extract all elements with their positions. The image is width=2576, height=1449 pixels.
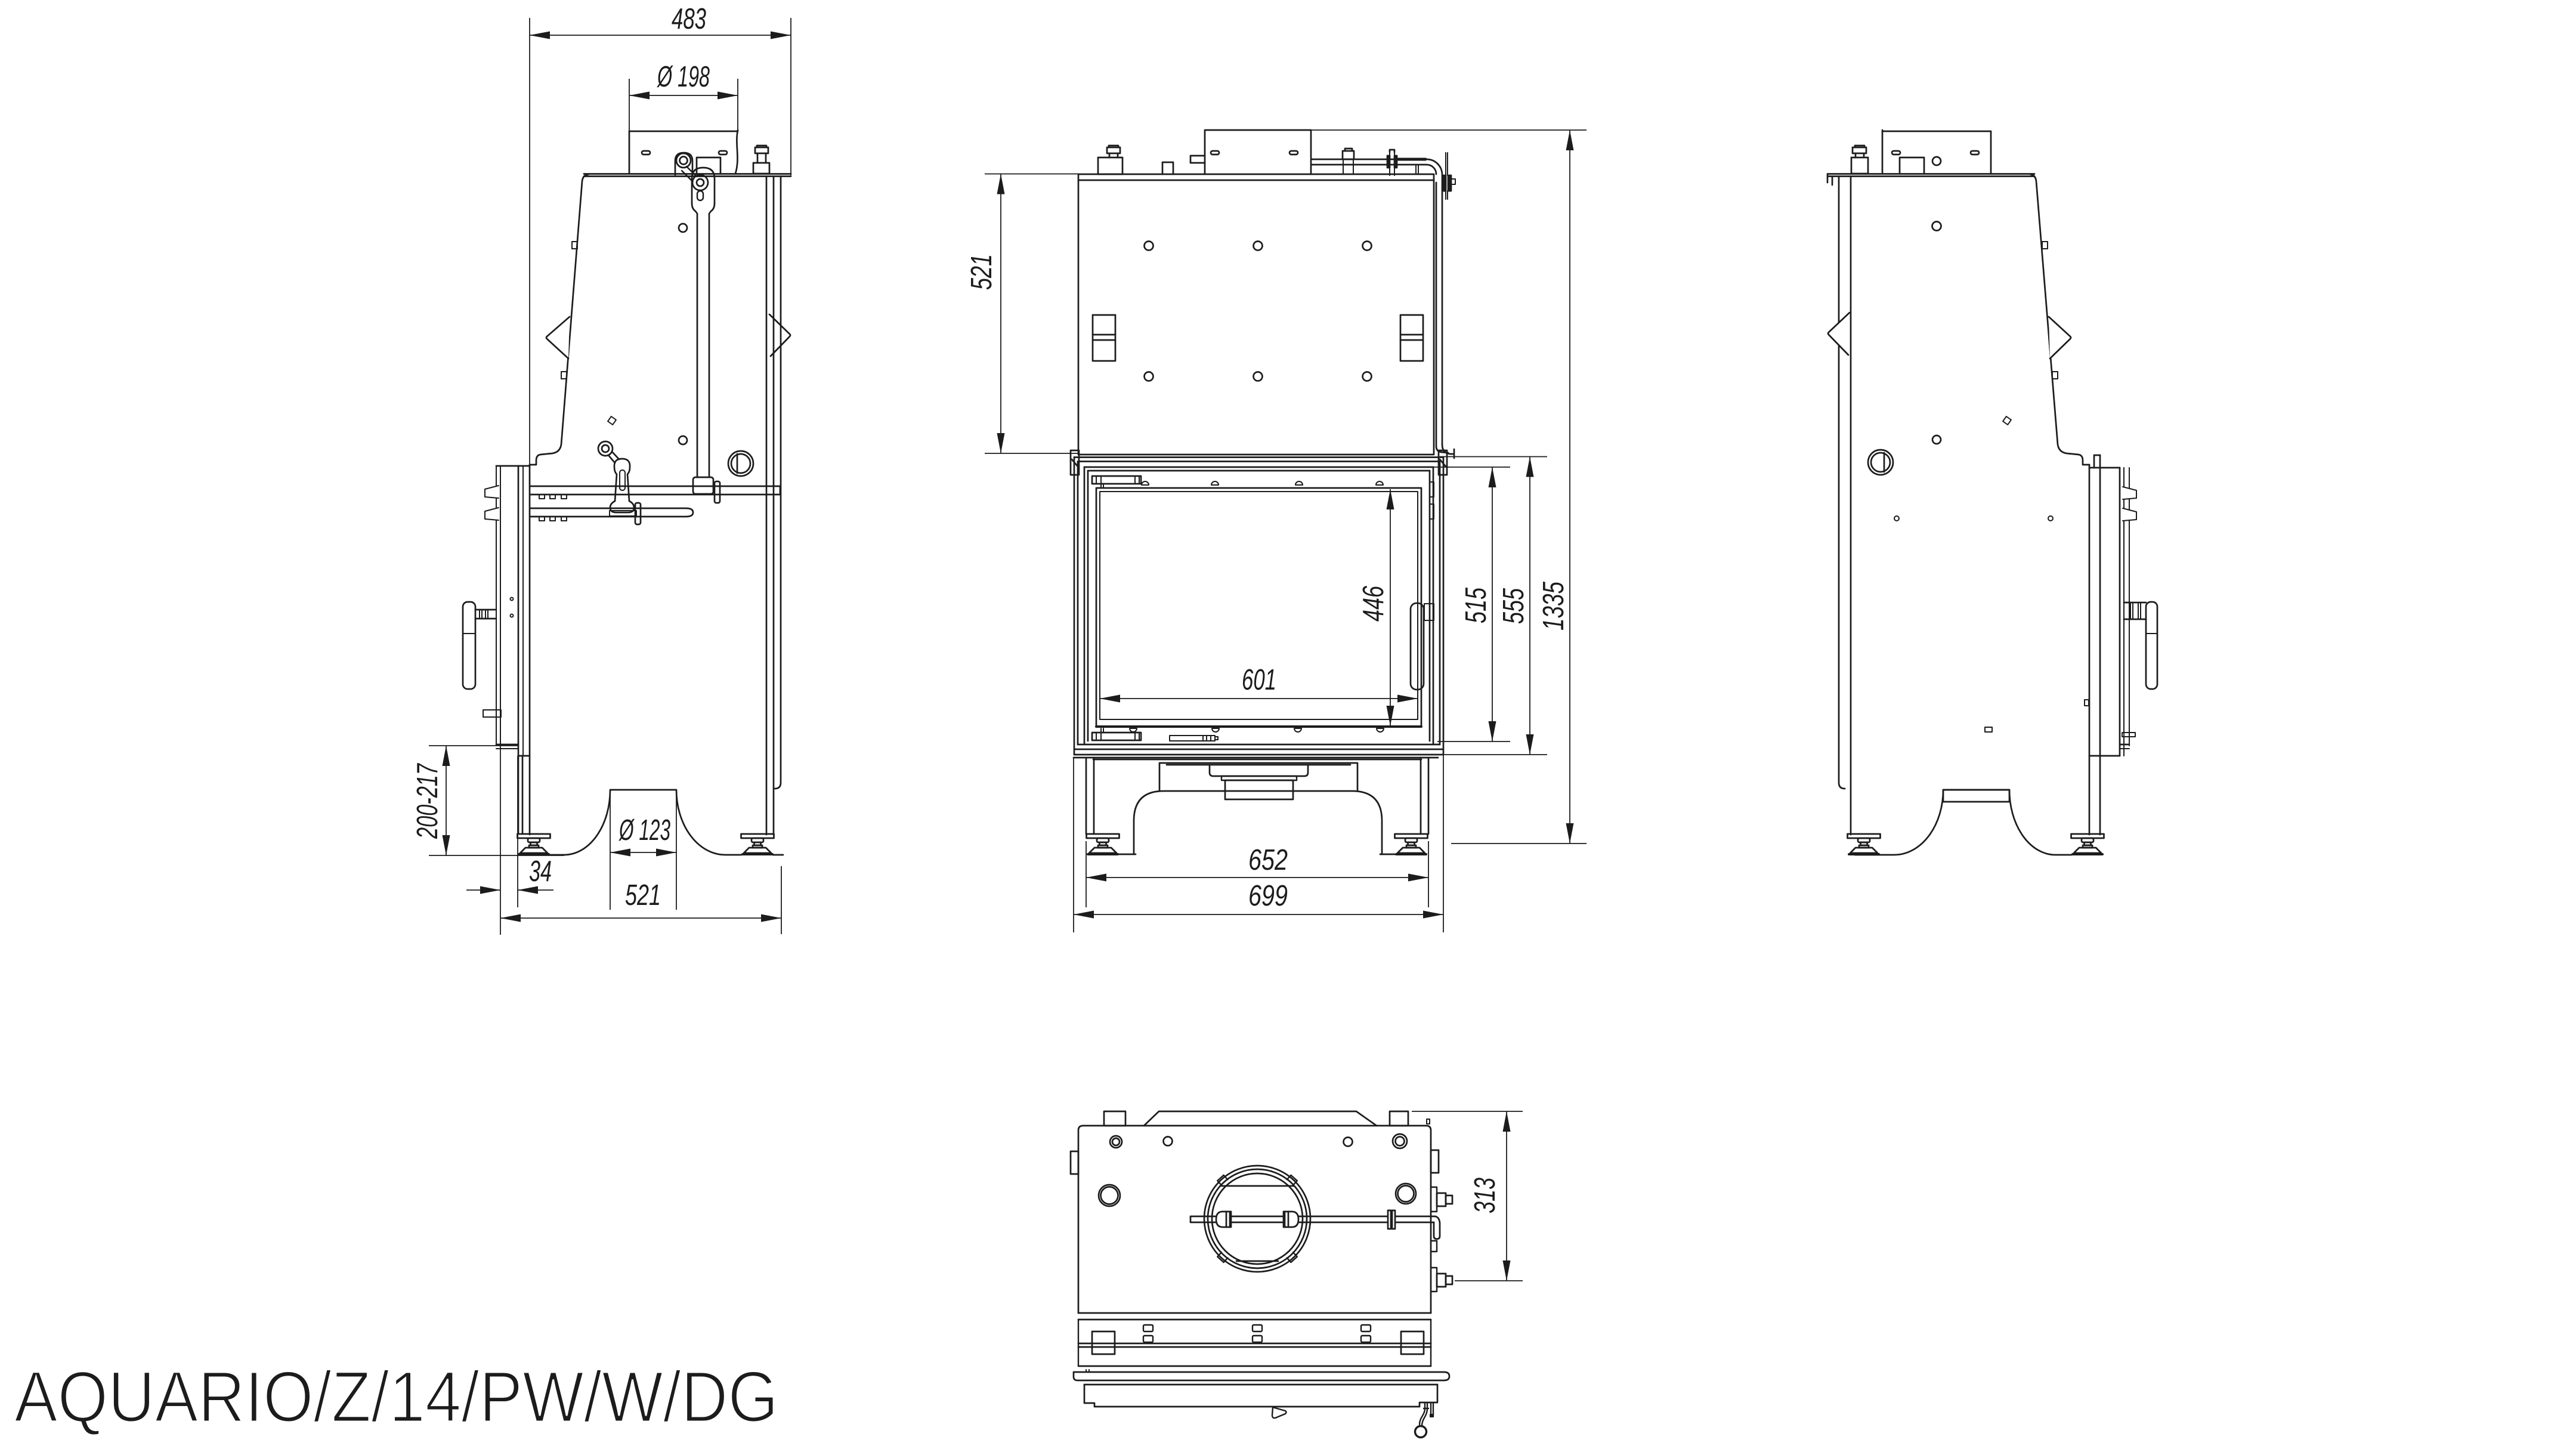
svg-text:601: 601 [1242, 664, 1276, 696]
svg-text:Ø 198: Ø 198 [657, 61, 710, 93]
svg-text:652: 652 [1248, 844, 1288, 876]
svg-text:Ø 123: Ø 123 [619, 814, 670, 846]
svg-text:521: 521 [966, 254, 998, 290]
svg-text:200-217: 200-217 [412, 763, 444, 839]
svg-text:699: 699 [1248, 880, 1288, 912]
svg-text:AQUARIO/Z/14/PW/W/DG: AQUARIO/Z/14/PW/W/DG [14, 1356, 778, 1437]
svg-text:521: 521 [625, 879, 661, 912]
svg-text:34: 34 [529, 855, 552, 888]
svg-text:515: 515 [1460, 587, 1492, 623]
svg-text:555: 555 [1498, 588, 1530, 624]
svg-text:483: 483 [672, 3, 706, 35]
svg-text:AQUARIO/Z/14/PW/W/DG: AQUARIO/Z/14/PW/W/DG [14, 1356, 778, 1437]
svg-text:1335: 1335 [1538, 581, 1570, 631]
svg-text:446: 446 [1357, 585, 1390, 622]
svg-text:313: 313 [1469, 1178, 1501, 1213]
